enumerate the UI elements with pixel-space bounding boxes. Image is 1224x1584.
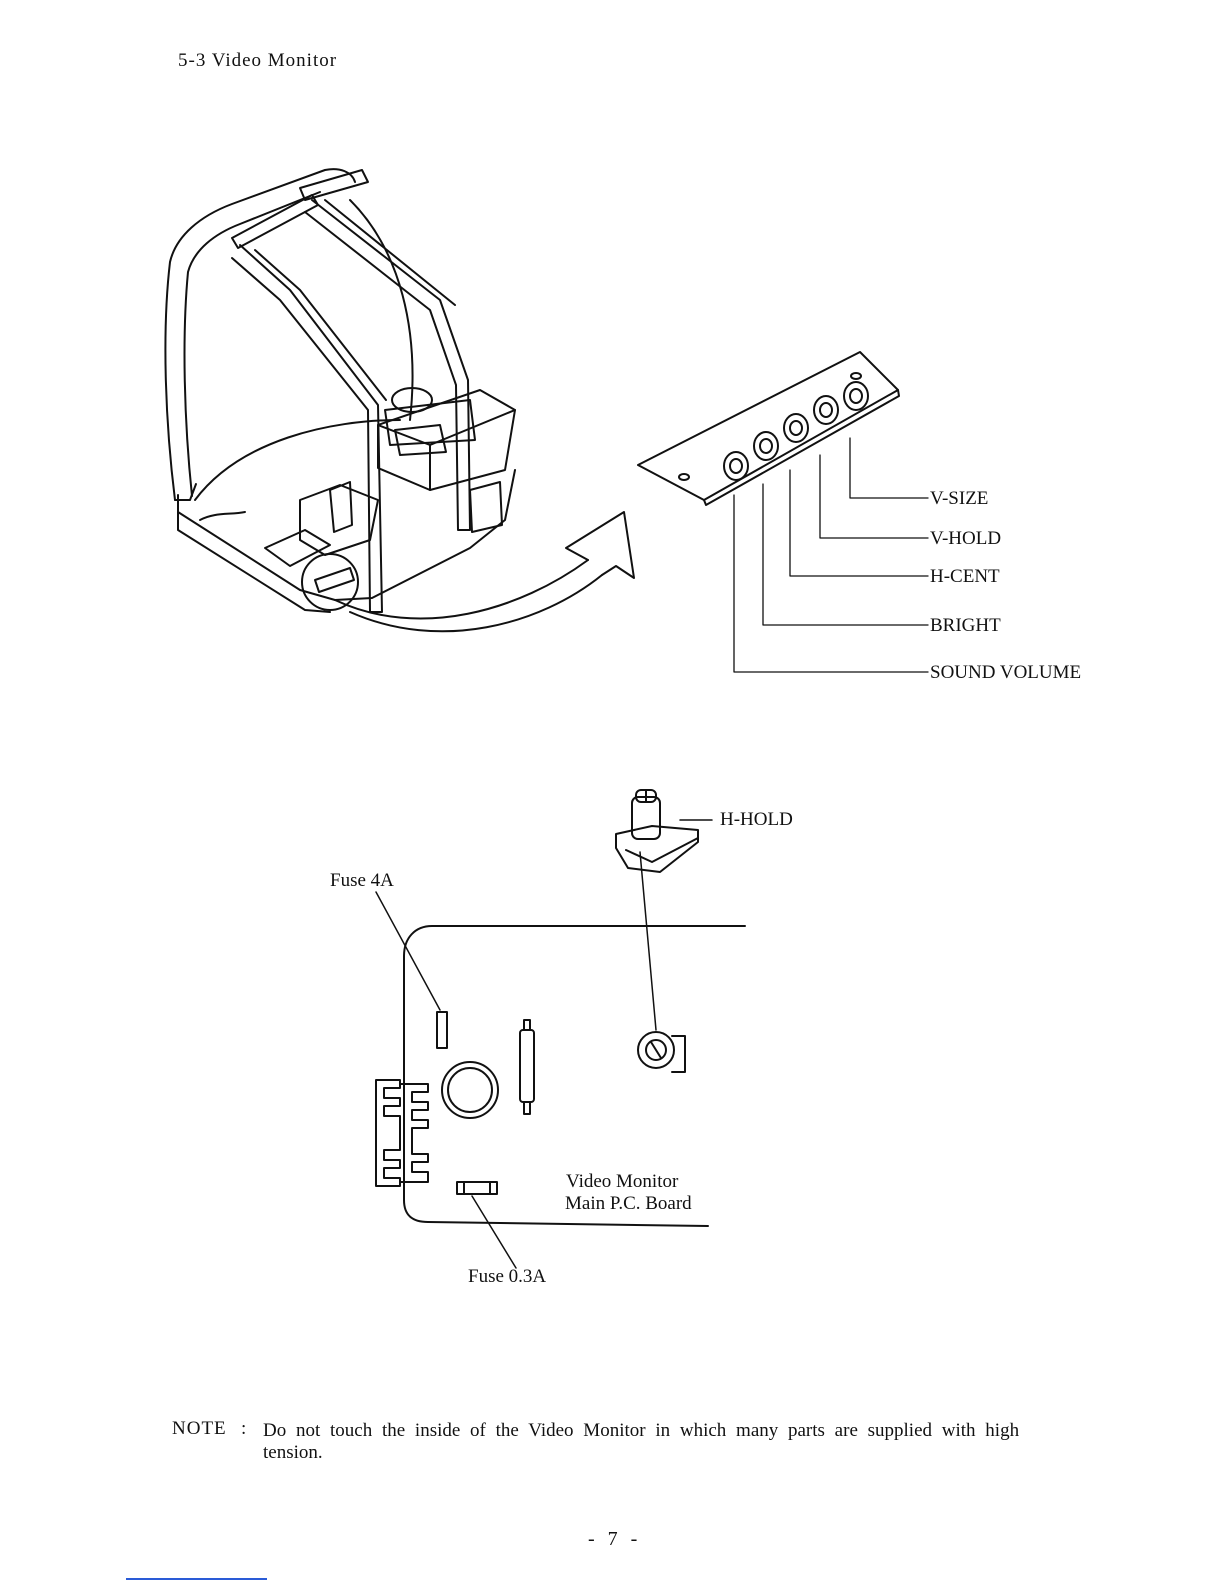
knob-sound-volume xyxy=(724,452,748,480)
knob-bright xyxy=(754,432,778,460)
knob-v-hold xyxy=(814,396,838,424)
h-hold-potentiometer xyxy=(616,790,712,1030)
note-key: NOTE xyxy=(172,1418,227,1440)
label-fuse-4a: Fuse 4A xyxy=(330,870,394,892)
label-h-hold: H-HOLD xyxy=(720,809,793,831)
label-fuse-03a: Fuse 0.3A xyxy=(468,1266,546,1288)
label-v-hold: V-HOLD xyxy=(930,528,1001,550)
control-panel-plate xyxy=(638,352,899,505)
monitor-chassis-illustration xyxy=(165,169,515,612)
note-colon: : xyxy=(241,1418,246,1440)
label-board-line2: Main P.C. Board xyxy=(565,1193,692,1215)
knob-v-size xyxy=(844,382,868,410)
knob-h-cent xyxy=(784,414,808,442)
bottom-rule xyxy=(126,1578,267,1580)
note-text: Do not touch the inside of the Video Mon… xyxy=(263,1420,1063,1464)
label-v-size: V-SIZE xyxy=(930,488,988,510)
page-number: - 7 - xyxy=(588,1528,641,1551)
label-board-line1: Video Monitor xyxy=(566,1171,678,1193)
label-h-cent: H-CENT xyxy=(930,566,1000,588)
label-bright: BRIGHT xyxy=(930,615,1001,637)
label-sound-volume: SOUND VOLUME xyxy=(930,662,1081,684)
